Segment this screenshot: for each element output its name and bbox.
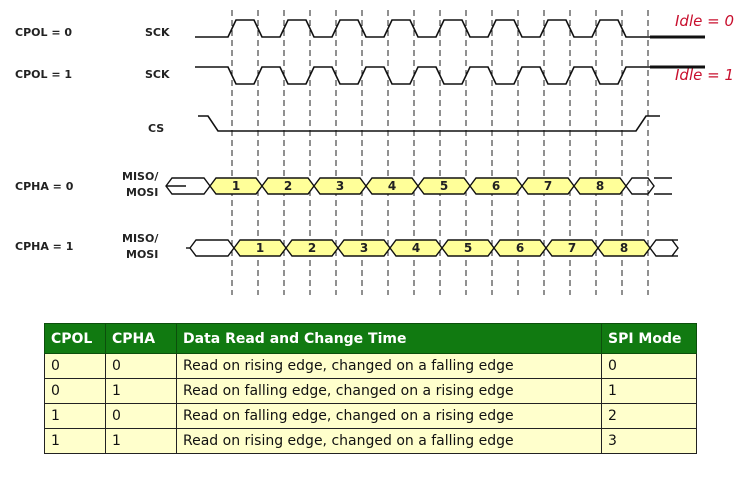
cell-cpha: 0: [105, 403, 177, 429]
clock-edge-guides: [231, 10, 649, 295]
header-cpha: CPHA: [105, 323, 177, 354]
data-bit-label: 1: [232, 179, 240, 193]
header-cpol: CPOL: [44, 323, 106, 354]
cell-description: Read on falling edge, changed on a risin…: [176, 403, 602, 429]
table-row: 1 0 Read on falling edge, changed on a r…: [44, 403, 697, 429]
idle-0-label: Idle = 0: [675, 12, 734, 30]
data-bit-label: 4: [388, 179, 396, 193]
undefined-data-cell: [189, 239, 235, 257]
data-bit-label: 4: [412, 241, 420, 255]
miso-label-cpha1: MISO/: [122, 232, 159, 245]
idle-1-label: Idle = 1: [675, 66, 734, 84]
table-header-row: CPOL CPHA Data Read and Change Time SPI …: [44, 323, 697, 354]
cell-cpha: 1: [105, 378, 177, 404]
cell-cpol: 0: [44, 353, 106, 379]
undefined-data-cell: [625, 177, 655, 195]
data-bit-label: 7: [544, 179, 552, 193]
data-bit-label: 5: [464, 241, 472, 255]
cs-waveform: [198, 115, 660, 132]
cpha0-label: CPHA = 0: [15, 180, 74, 193]
data-buses: 1 2 3 4 5 6 7 8 1 2 3 4 5 6 7 8: [165, 177, 679, 257]
table-row: 0 0 Read on rising edge, changed on a fa…: [44, 353, 697, 379]
cpol0-label: CPOL = 0: [15, 26, 72, 39]
undefined-data-cell: [649, 239, 679, 257]
cell-cpha: 0: [105, 353, 177, 379]
data-bit-label: 8: [596, 179, 604, 193]
cell-mode: 1: [601, 378, 697, 404]
data-bit-label: 2: [308, 241, 316, 255]
cell-description: Read on falling edge, changed on a risin…: [176, 378, 602, 404]
data-bit-label: 6: [516, 241, 524, 255]
header-data-time: Data Read and Change Time: [176, 323, 602, 354]
table-row: 1 1 Read on rising edge, changed on a fa…: [44, 428, 697, 454]
cell-description: Read on rising edge, changed on a fallin…: [176, 353, 602, 379]
data-bit-label: 5: [440, 179, 448, 193]
spi-mode-table-container: CPOL CPHA Data Read and Change Time SPI …: [44, 323, 697, 454]
table-row: 0 1 Read on falling edge, changed on a r…: [44, 378, 697, 404]
sck-waveform-cpol0: [195, 19, 705, 38]
data-bit-label: 3: [336, 179, 344, 193]
mosi-label-cpha1: MOSI: [126, 248, 158, 261]
cell-cpha: 1: [105, 428, 177, 454]
data-bit-label: 1: [256, 241, 264, 255]
data-bit-label: 3: [360, 241, 368, 255]
data-bit-label: 6: [492, 179, 500, 193]
cpol1-label: CPOL = 1: [15, 68, 72, 81]
cs-label: CS: [148, 122, 164, 135]
cell-description: Read on rising edge, changed on a fallin…: [176, 428, 602, 454]
mosi-label-cpha0: MOSI: [126, 186, 158, 199]
sck-waveform-cpol1: [195, 66, 705, 85]
spi-timing-diagram: CPOL = 0 CPOL = 1 CPHA = 0 CPHA = 1 SCK …: [15, 10, 734, 295]
data-bit-label: 7: [568, 241, 576, 255]
cell-cpol: 1: [44, 403, 106, 429]
data-bit-label: 2: [284, 179, 292, 193]
cell-mode: 0: [601, 353, 697, 379]
data-bus-cpha0: 1 2 3 4 5 6 7 8: [165, 177, 672, 195]
data-bus-cpha1: 1 2 3 4 5 6 7 8: [186, 239, 679, 257]
miso-label-cpha0: MISO/: [122, 170, 159, 183]
cell-mode: 2: [601, 403, 697, 429]
sck-label-cpol1: SCK: [145, 68, 170, 81]
header-spi-mode: SPI Mode: [601, 323, 697, 354]
data-bit-label: 8: [620, 241, 628, 255]
waveforms: [195, 19, 705, 132]
spi-mode-table: CPOL CPHA Data Read and Change Time SPI …: [44, 323, 697, 454]
cell-cpol: 1: [44, 428, 106, 454]
cell-cpol: 0: [44, 378, 106, 404]
cpha1-label: CPHA = 1: [15, 240, 73, 253]
sck-label-cpol0: SCK: [145, 26, 170, 39]
cell-mode: 3: [601, 428, 697, 454]
